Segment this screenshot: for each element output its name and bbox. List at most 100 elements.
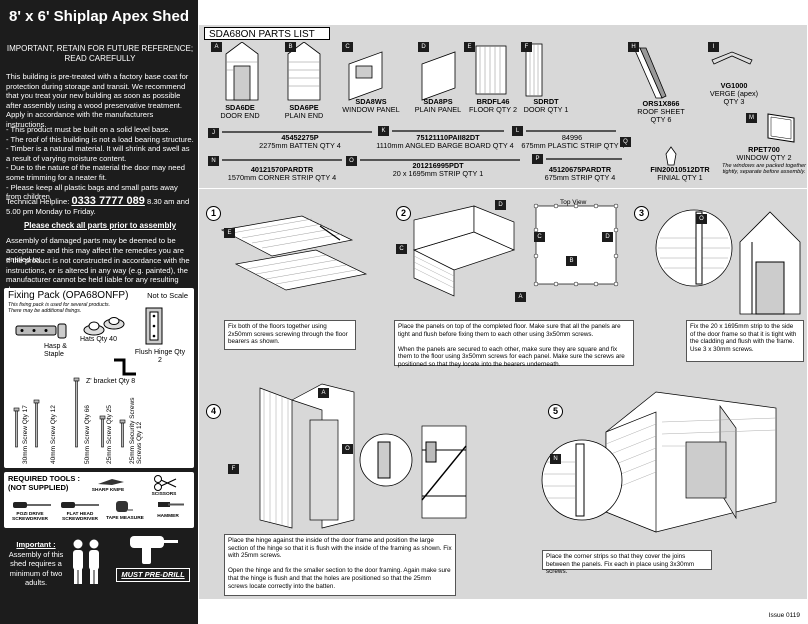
part-desc-e: FLOOR QTY 2 [468, 105, 518, 114]
screws-icon [13, 377, 126, 448]
part-letter-i: I [708, 42, 719, 52]
z-bracket-icon [114, 358, 136, 376]
sharp-knife-icon [98, 479, 124, 485]
step-2-instructions: Place the panels on top of the completed… [394, 320, 634, 368]
part-letter-e: E [464, 42, 475, 52]
part-code-e: BRDFL46 [476, 97, 510, 106]
page-title: 8' x 6' Shiplap Apex Shed [9, 8, 189, 25]
part-code-j: 45452275P [281, 133, 319, 142]
hasp-staple-icon [15, 323, 67, 339]
fixing-pack-subtitle-2: There may be additional fixings. [8, 308, 82, 314]
important-notice: IMPORTANT, RETAIN FOR FUTURE REFERENCE; … [6, 44, 194, 64]
part-letter-k: K [378, 126, 389, 136]
pretreated-paragraph: This building is pre-treated with a fact… [6, 72, 189, 129]
part-desc-c: WINDOW PANEL [342, 105, 400, 114]
part-letter-d: D [418, 42, 429, 52]
part-desc-o: 20 x 1695mm STRIP QTY 1 [392, 169, 484, 178]
step-number-4: 4 [206, 404, 221, 419]
step-1-instructions: Fix both of the floors together using 2x… [224, 320, 356, 350]
part-letter-m: M [746, 113, 757, 123]
hats-label: Hats Qty 40 [80, 336, 117, 343]
part-letter-b: B [285, 42, 296, 52]
step-5-instructions: Place the corner strips so that they cov… [542, 550, 712, 575]
part-letter-c: C [342, 42, 353, 52]
part-letter-n: N [208, 156, 219, 166]
part-letter-h: H [628, 42, 639, 52]
part-desc-m: WINDOW QTY 2 [736, 153, 792, 162]
step-2-label-a: A [515, 292, 526, 302]
important-text: Assembly of this shed requires a minimum… [8, 549, 64, 588]
technical-helpline: Technical Helpline: 0333 7777 089 8.30 a… [6, 196, 194, 217]
part-desc-k: 1110mm ANGLED BARGE BOARD QTY 4 [376, 141, 514, 150]
important-heading: Important : [16, 540, 56, 549]
tools-title: REQUIRED TOOLS : (NOT SUPPLIED) [8, 474, 80, 492]
guidance-item: - Due to the nature of the material the … [6, 163, 185, 182]
screw-label-50mm: 50mm Screw Qty 66 [84, 405, 91, 464]
tools-title-1: REQUIRED TOOLS : [8, 474, 80, 483]
step-4-hinge-diagram [259, 383, 467, 529]
step-1-label-e: E [224, 228, 235, 238]
part-code-n: 40121570PARDTR [250, 165, 314, 174]
small-strip [546, 158, 622, 160]
batten-strip [222, 131, 372, 133]
required-tools-box: REQUIRED TOOLS : (NOT SUPPLIED) SHARP KN… [4, 472, 194, 528]
step-3-label-o: O [696, 214, 707, 224]
top-view-label: Top View [560, 199, 587, 206]
part-code-m: RPET700 [748, 145, 780, 154]
not-to-scale-label: Not to Scale [147, 291, 188, 300]
hats-icon [83, 317, 125, 336]
guidance-item: - Timber is a natural material. It will … [6, 144, 190, 163]
important-box: Important : Assembly of this shed requir… [4, 532, 192, 620]
top-view-label-d: D [602, 232, 613, 242]
step-5-corner-strip-diagram [541, 391, 777, 533]
guidance-item: - The roof of this building is not a loa… [6, 134, 194, 144]
fixing-pack-subtitle: This fixing pack is used for several pro… [8, 302, 110, 314]
helpline-number[interactable]: 0333 7777 089 [71, 195, 145, 207]
step-1-floor-diagram [220, 215, 368, 291]
issue-number: Issue 0119 [768, 612, 800, 619]
tool-label-scissors: SCISSORS [151, 492, 177, 497]
z-bracket-label: Z' bracket Qty 8 [86, 378, 136, 385]
part-code-h: ORS1X866 [642, 99, 680, 108]
part-code-d: SDA8PS [423, 97, 453, 106]
part-letter-o: O [346, 156, 357, 166]
tools-title-2: (NOT SUPPLIED) [8, 483, 69, 492]
part-code-p: 45120675PARDTR [548, 165, 612, 174]
must-pre-drill-label: MUST PRE-DRILL [116, 568, 190, 582]
guidance-item: - Please keep all plastic bags and small… [6, 182, 178, 202]
pozi-screwdriver-icon [13, 502, 51, 508]
plastic-strip [526, 130, 616, 132]
flush-hinge-icon [145, 307, 163, 345]
step-3-instructions: Fix the 20 x 1695mm strip to the side of… [686, 320, 804, 362]
part-letter-f: F [521, 42, 532, 52]
tool-label-hammer: HAMMER [157, 514, 179, 519]
part-code-b: SDA6PE [289, 103, 319, 112]
tool-label-knife: SHARP KNIFE [91, 488, 125, 493]
window-pane-icon [767, 113, 795, 143]
part-letter-j: J [208, 128, 219, 138]
part-letter-a: A [211, 42, 222, 52]
step-number-5: 5 [548, 404, 563, 419]
two-people-icon [73, 539, 99, 584]
hasp-label: Hasp & Staple [44, 343, 67, 358]
drill-icon [130, 536, 178, 564]
step-4-instructions: Place the hinge against the inside of th… [224, 534, 456, 596]
part-code-c: SDA8WS [355, 97, 387, 106]
step-number-1: 1 [206, 206, 221, 221]
part-desc-j: 2275mm BATTEN QTY 4 [259, 141, 341, 150]
part-desc-l: 675mm PLASTIC STRIP QTY 4 [521, 141, 625, 150]
tape-measure-icon [116, 501, 133, 512]
part-desc-a: DOOR END [220, 111, 260, 120]
scissors-icon [154, 475, 177, 491]
two-adults-notice: Important : Assembly of this shed requir… [4, 540, 68, 588]
part-code-k: 75121110PAII82DT [416, 133, 480, 142]
step-4-label-a: A [318, 388, 329, 398]
part-desc-p: 675mm STRIP QTY 4 [544, 173, 616, 182]
part-code-i: VG1000 [720, 81, 748, 90]
part-code-q: FIN20010512DTR [650, 165, 710, 174]
step-2-panels-diagram [413, 203, 619, 297]
important-line-1: IMPORTANT, RETAIN FOR FUTURE REFERENCE; [6, 44, 194, 53]
part-code-f: SDRDT [533, 97, 559, 106]
part-desc-q: FINIAL QTY 1 [657, 173, 703, 182]
tool-label-flat: FLAT HEAD SCREWDRIVER [62, 512, 98, 523]
